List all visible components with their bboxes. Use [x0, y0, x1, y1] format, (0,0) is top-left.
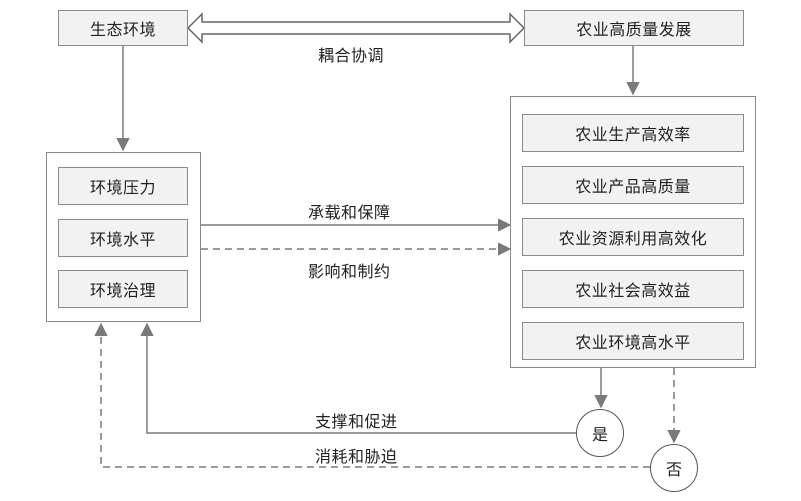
node-env-pressure: 环境压力: [58, 167, 188, 205]
node-product-quality: 农业产品高质量: [522, 166, 744, 204]
node-environment-level: 农业环境高水平: [522, 322, 744, 360]
coupling-double-arrow: [186, 12, 526, 44]
label-influence: 影响和制约: [308, 262, 391, 281]
decision-no: 否: [650, 444, 698, 492]
decision-yes: 是: [576, 409, 624, 457]
arrow-promote: [140, 322, 576, 434]
node-production-efficiency: 农业生产高效率: [522, 114, 744, 152]
node-social-benefit: 农业社会高效益: [522, 270, 744, 308]
label-coupling: 耦合协调: [318, 46, 385, 65]
label-support: 承载和保障: [308, 203, 391, 222]
node-ecology: 生态环境: [58, 10, 188, 46]
node-env-governance: 环境治理: [58, 270, 188, 308]
arrow-consume: [94, 322, 650, 468]
label-promote: 支撑和促进: [315, 412, 398, 431]
node-env-level: 环境水平: [58, 219, 188, 257]
node-agri-quality: 农业高质量发展: [524, 10, 744, 46]
node-resource-efficiency: 农业资源利用高效化: [522, 218, 744, 256]
label-consume: 消耗和胁迫: [315, 447, 398, 466]
